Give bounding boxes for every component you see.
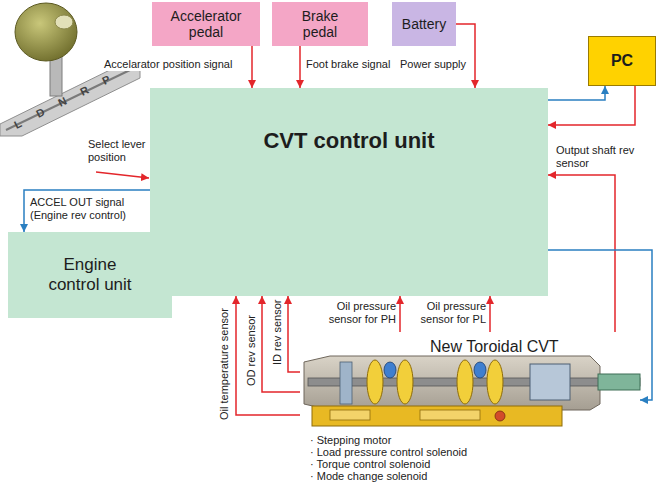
- box-text: Battery: [402, 16, 446, 32]
- input-box: Battery: [392, 2, 456, 46]
- signal-label: ACCEL OUT signal (Engine rev control): [30, 196, 142, 222]
- signal-arrow: [299, 46, 301, 88]
- signal-arrow: [548, 250, 652, 400]
- box-text: CVT control unit: [263, 128, 434, 153]
- signal-label: Oil pressure sensor for PH: [318, 300, 396, 326]
- signal-arrow: [251, 46, 253, 88]
- input-box: Accelerator pedal: [152, 2, 260, 46]
- box-text: Accelerator pedal: [160, 8, 252, 40]
- box-text: Engine control unit: [38, 255, 142, 294]
- signal-arrow: [456, 24, 475, 88]
- input-box: Brake pedal: [272, 2, 368, 46]
- signal-label: Select lever position: [88, 138, 150, 164]
- box-text: New Toroidal CVT: [430, 338, 559, 356]
- signal-label: Oil pressure sensor for PL: [408, 300, 486, 326]
- actuator-item: · Torque control solenoid: [310, 458, 430, 471]
- control-unit-box: Engine control unit: [8, 232, 172, 318]
- box-text: PC: [611, 52, 633, 70]
- signal-label: Accelarator position signal: [104, 58, 248, 71]
- transmission-illustration: New Toroidal CVT: [300, 332, 640, 428]
- signal-arrow: [489, 296, 491, 332]
- signal-arrow: [399, 296, 401, 332]
- control-unit-box: CVT control unit: [150, 88, 548, 296]
- signal-arrow: [548, 175, 615, 332]
- box-text: Brake pedal: [284, 8, 356, 40]
- signal-arrow: [262, 296, 300, 392]
- actuator-item: · Mode change solenoid: [310, 470, 427, 483]
- cvt-illustration: [304, 356, 640, 426]
- actuator-item: · Load pressure control solenoid: [310, 446, 467, 459]
- lever-signal-arrow: [96, 172, 149, 178]
- signal-label: Foot brake signal: [306, 58, 398, 71]
- signal-label: Oil temperature sensor: [218, 308, 231, 420]
- signal-arrow: [548, 86, 605, 100]
- signal-arrow: [288, 296, 300, 372]
- signal-label: Power supply: [400, 58, 470, 71]
- pc-box: PC: [588, 36, 656, 86]
- signal-arrow: [548, 86, 635, 125]
- actuator-item: · Stepping motor: [310, 434, 391, 447]
- signal-label: OD rev sensor: [245, 315, 258, 386]
- signal-arrow: [24, 190, 150, 232]
- signal-label: ID rev sensor: [271, 300, 284, 365]
- signal-label: Output shaft rev sensor: [556, 144, 646, 170]
- signal-arrow: [236, 296, 300, 415]
